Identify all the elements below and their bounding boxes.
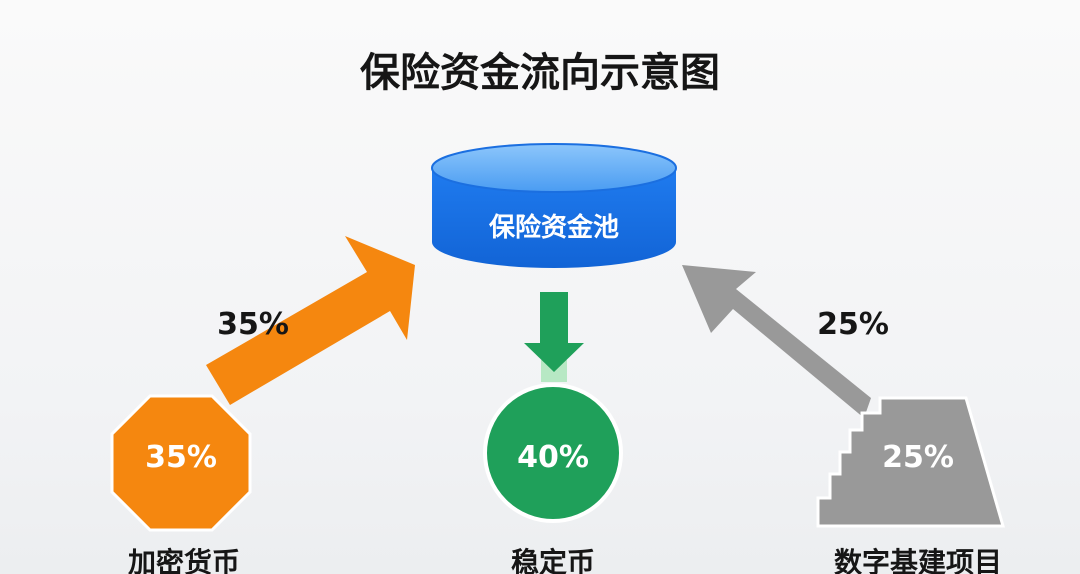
stairs-icon xyxy=(816,396,1005,528)
stablecoin-node-name: 稳定币 xyxy=(511,546,595,574)
circle-icon xyxy=(483,383,623,523)
stablecoin-arrow-shape xyxy=(524,292,584,372)
stablecoin-node-value: 40% xyxy=(517,440,589,475)
stablecoin-flow-arrow xyxy=(524,292,584,382)
fund-pool: 保险资金池 xyxy=(431,143,677,268)
infra-percent-label: 25% xyxy=(817,307,889,342)
crypto-percent-label: 35% xyxy=(217,307,289,342)
crypto-node-name: 加密货币 xyxy=(128,546,240,574)
pool-body xyxy=(432,168,676,268)
infra-node-value: 25% xyxy=(882,440,954,475)
pool-top xyxy=(431,143,677,193)
infra-flow-arrow xyxy=(682,265,871,418)
pool-label: 保险资金池 xyxy=(488,212,619,243)
crypto-flow-arrow xyxy=(206,236,415,405)
diagram-title: 保险资金流向示意图 xyxy=(360,50,720,96)
crypto-node: 35% xyxy=(110,394,252,532)
octagon-icon xyxy=(110,394,252,532)
crypto-node-value: 35% xyxy=(145,440,217,475)
infra-node: 25% xyxy=(816,396,1005,528)
stablecoin-node: 40% xyxy=(483,383,623,523)
infra-node-name: 数字基建项目 xyxy=(834,546,1002,574)
